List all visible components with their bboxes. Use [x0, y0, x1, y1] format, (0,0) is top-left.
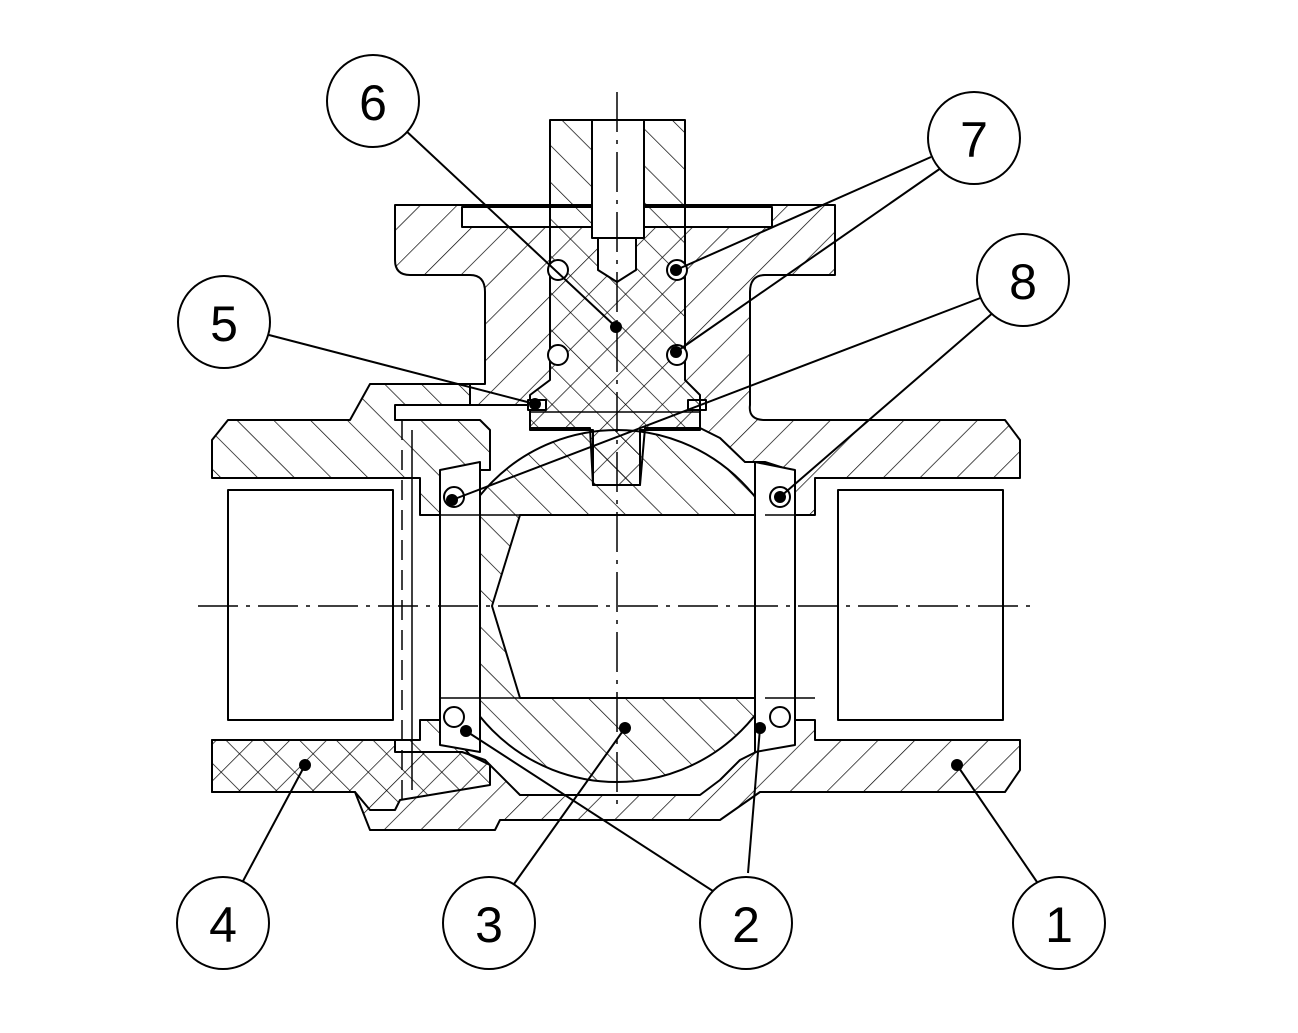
leader-1: [956, 764, 1038, 883]
center-lines: [198, 92, 1038, 812]
leader-2a: [465, 730, 717, 894]
valve-body-bottom: [211, 719, 1021, 831]
callout-8: 8: [976, 233, 1070, 327]
callout-6-label: 6: [359, 75, 387, 131]
callout-7-label: 7: [960, 112, 988, 168]
seats: [439, 461, 796, 753]
callout-7: 7: [927, 91, 1021, 185]
callout-2: 2: [699, 876, 793, 970]
leader-4: [241, 764, 306, 884]
leader-2b: [747, 727, 761, 874]
callout-5-label: 5: [210, 296, 238, 352]
callout-4-label: 4: [209, 897, 237, 953]
callout-6: 6: [326, 54, 420, 148]
callout-3-label: 3: [475, 897, 503, 953]
port-lines: [401, 420, 815, 800]
leader-3: [513, 727, 626, 885]
end-cap: [211, 383, 1004, 811]
leader-5: [268, 334, 536, 405]
leader-7b: [675, 167, 942, 353]
leader-8a: [451, 296, 984, 501]
leader-6: [403, 128, 617, 328]
callout-4: 4: [176, 876, 270, 970]
callout-1-label: 1: [1045, 897, 1073, 953]
callout-2-label: 2: [732, 897, 760, 953]
leader-7a: [675, 156, 932, 271]
callout-3: 3: [442, 876, 536, 970]
leader-dots: [299, 264, 963, 771]
callout-8-label: 8: [1009, 254, 1037, 310]
callout-1: 1: [1012, 876, 1106, 970]
leader-8b: [779, 310, 996, 498]
leader-lines: [241, 128, 1038, 894]
callout-5: 5: [177, 275, 271, 369]
